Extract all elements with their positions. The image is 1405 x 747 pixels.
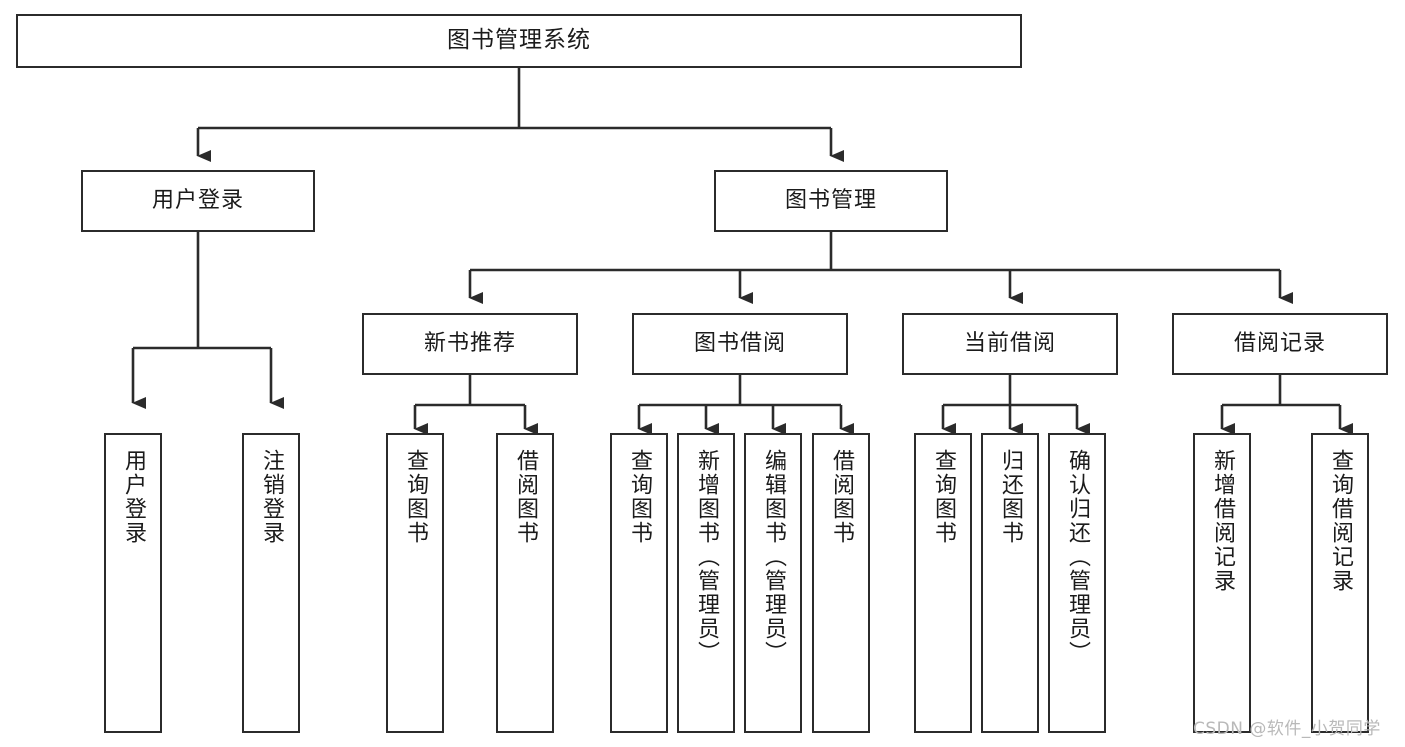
node-label: 归还图书 bbox=[997, 449, 1023, 545]
leaf-borrow-record-add-record[interactable]: 新增借阅记录 bbox=[1193, 433, 1251, 733]
node-new-book-recommend[interactable]: 新书推荐 bbox=[362, 313, 578, 375]
node-label: 借阅记录 bbox=[1233, 330, 1326, 356]
node-label: 查询图书 bbox=[930, 449, 956, 545]
node-label: 注销登录 bbox=[258, 449, 284, 545]
leaf-book-borrow-query-book[interactable]: 查询图书 bbox=[610, 433, 668, 733]
node-book-borrow[interactable]: 图书借阅 bbox=[632, 313, 848, 375]
leaf-new-book-query-book[interactable]: 查询图书 bbox=[386, 433, 444, 733]
node-label: 图书管理 bbox=[784, 187, 877, 213]
node-label: 当前借阅 bbox=[963, 330, 1056, 356]
node-label: 确认归还（管理员） bbox=[1064, 449, 1090, 665]
node-book-management[interactable]: 图书管理 bbox=[714, 170, 948, 232]
leaf-book-borrow-edit-book[interactable]: 编辑图书（管理员） bbox=[744, 433, 802, 733]
node-label: 编辑图书（管理员） bbox=[760, 449, 786, 665]
leaf-user-login-login[interactable]: 用户登录 bbox=[104, 433, 162, 733]
node-label: 查询图书 bbox=[402, 449, 428, 545]
leaf-user-login-logout[interactable]: 注销登录 bbox=[242, 433, 300, 733]
node-label: 新增借阅记录 bbox=[1209, 449, 1235, 593]
leaf-current-borrow-confirm-return[interactable]: 确认归还（管理员） bbox=[1048, 433, 1106, 733]
node-label: 图书管理系统 bbox=[447, 27, 591, 54]
node-label: 图书借阅 bbox=[693, 330, 786, 356]
csdn-watermark: CSDN @软件_小贺同学 bbox=[1193, 719, 1381, 739]
leaf-current-borrow-return-book[interactable]: 归还图书 bbox=[981, 433, 1039, 733]
node-label: 新书推荐 bbox=[423, 330, 516, 356]
leaf-borrow-record-query-record[interactable]: 查询借阅记录 bbox=[1311, 433, 1369, 733]
node-label: 查询图书 bbox=[626, 449, 652, 545]
node-label: 借阅图书 bbox=[828, 449, 854, 545]
leaf-current-borrow-query-book[interactable]: 查询图书 bbox=[914, 433, 972, 733]
node-label: 借阅图书 bbox=[512, 449, 538, 545]
node-label: 用户登录 bbox=[120, 449, 146, 545]
node-root-book-management-system[interactable]: 图书管理系统 bbox=[16, 14, 1022, 68]
leaf-book-borrow-add-book[interactable]: 新增图书（管理员） bbox=[677, 433, 735, 733]
leaf-new-book-borrow-book[interactable]: 借阅图书 bbox=[496, 433, 554, 733]
leaf-book-borrow-borrow-book[interactable]: 借阅图书 bbox=[812, 433, 870, 733]
node-label: 用户登录 bbox=[151, 187, 244, 213]
node-user-login[interactable]: 用户登录 bbox=[81, 170, 315, 232]
node-borrow-record[interactable]: 借阅记录 bbox=[1172, 313, 1388, 375]
node-label: 新增图书（管理员） bbox=[693, 449, 719, 665]
node-current-borrow[interactable]: 当前借阅 bbox=[902, 313, 1118, 375]
node-label: 查询借阅记录 bbox=[1327, 449, 1353, 593]
